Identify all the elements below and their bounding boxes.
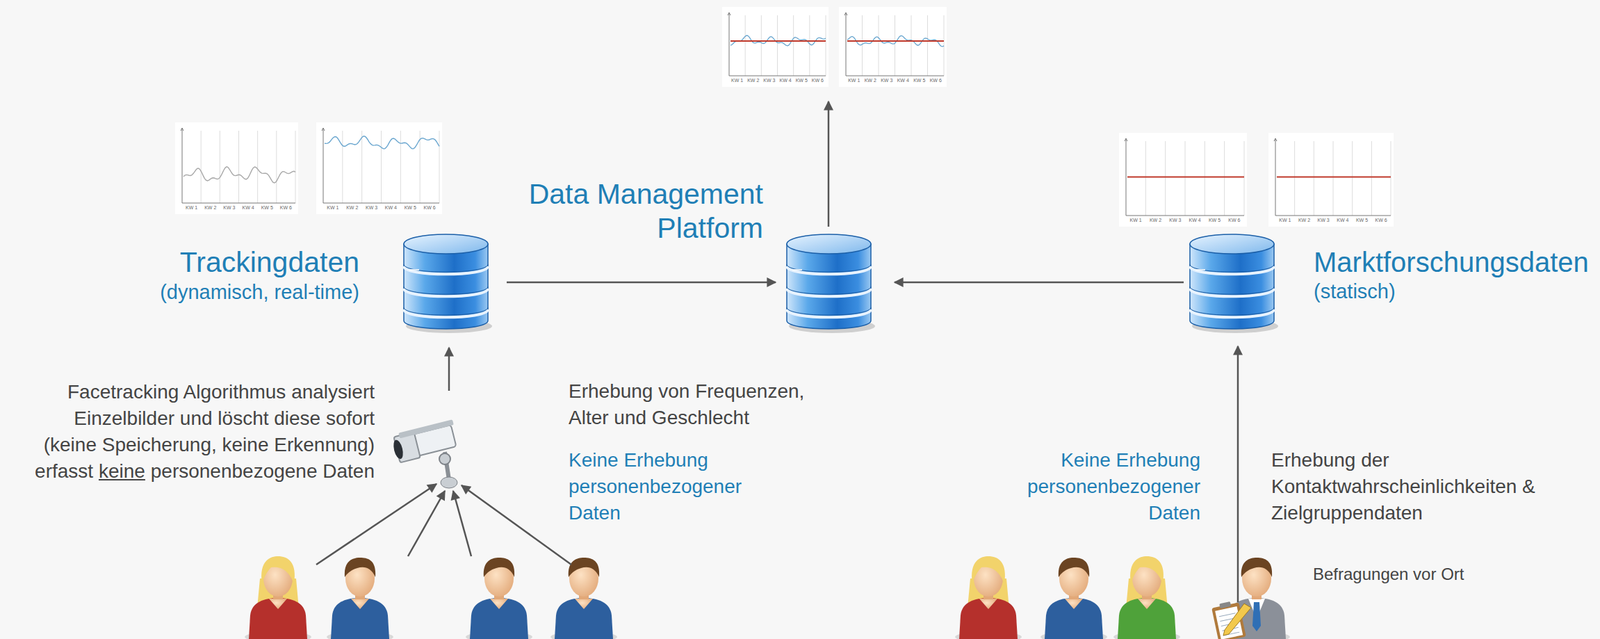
line-chart [175,122,299,215]
node-heading: Marktforschungsdaten(statisch) [1313,245,1589,306]
line-chart [1268,132,1394,227]
heading-text: Data Management Platform [512,177,764,246]
flow-connector [894,281,1184,284]
note-text: (keine Speicherung, keine Erkennung) [43,433,375,456]
database-node: Marktforschungsdaten(statisch) [1188,232,1276,332]
database-cylinder [1188,232,1276,332]
privacy-note: Keine Erhebung personenbezogener Daten [568,446,760,526]
note-text: personenbezogene Daten [150,460,375,482]
node-heading: Data Management Platform [512,177,764,246]
heading-text: Marktforschungsdaten [1313,245,1589,279]
man-icon [465,557,533,639]
camera-icon [390,419,460,488]
note-text: erfasst [34,460,94,482]
axis-label: KW 2 [204,205,217,210]
line-chart [722,6,829,87]
axis-label: KW 4 [242,205,255,210]
axis-label: KW 4 [385,205,397,210]
flow-connector [506,281,776,284]
note-text: Einzelbilder und löscht diese sofort [73,407,375,430]
database-node: Data Management Platform [785,232,873,332]
man-icon [550,557,618,639]
axis-label: KW 2 [864,77,877,83]
flow-arrows [316,101,1238,602]
axis-label: KW 6 [929,77,942,83]
line-chart [838,6,947,87]
axis-label: KW 3 [365,205,378,210]
man-icon [1223,557,1291,639]
axis-label: KW 1 [847,77,860,83]
axis-label: KW 4 [779,77,792,83]
axis-label: KW 6 [1228,217,1240,223]
note-text-underlined: keine [98,460,146,482]
axis-label: KW 3 [1317,217,1330,223]
axis-label: KW 3 [880,77,893,83]
axis-label: KW 5 [1208,217,1221,223]
axis-label: KW 2 [1298,217,1311,223]
database-cylinder [785,232,873,332]
woman-icon [954,556,1022,639]
man-icon [326,557,394,639]
axis-label: KW 5 [1356,217,1368,223]
line-chart [1119,132,1247,227]
line-chart [316,122,443,215]
heading-text: Trackingdaten [159,245,360,280]
man-icon [1040,557,1108,639]
axis-label: KW 3 [1169,217,1181,223]
axis-label: KW 6 [811,77,824,83]
axis-label: KW 2 [346,205,358,210]
woman-icon [244,556,312,639]
description-text: Erhebung von Frequenzen, Alter und Gesch… [568,378,840,431]
axis-label: KW 3 [223,205,235,210]
axis-label: KW 5 [404,205,417,210]
axis-label: KW 3 [763,77,775,83]
axis-label: KW 2 [747,77,759,83]
axis-label: KW 1 [1130,217,1142,223]
axis-label: KW 4 [1336,217,1349,223]
woman-icon [1113,556,1181,639]
axis-label: KW 6 [280,205,292,210]
axis-label: KW 5 [913,77,926,83]
note-text: Facetracking Algorithmus analysiert [67,380,375,404]
node-heading: Trackingdaten(dynamisch, real-time) [159,245,360,306]
description-text: Erhebung der Kontaktwahrscheinlichkeiten… [1271,446,1564,526]
people-layer [244,556,1291,639]
subheading-text: (dynamisch, real-time) [159,279,360,306]
database-cylinder [402,232,490,332]
note-line: erfasstkeinepersonenbezogene Daten [34,460,375,483]
axis-label: KW 4 [1189,217,1202,223]
axis-label: KW 5 [795,77,808,83]
axis-label: KW 1 [1278,217,1291,223]
axis-label: KW 6 [423,205,436,210]
interview-label: Befragungen vor Ort [1312,564,1464,584]
chart-layer [175,6,1394,227]
axis-label: KW 4 [897,77,910,83]
axis-label: KW 1 [731,77,744,83]
axis-label: KW 2 [1149,217,1162,223]
axis-label: KW 6 [1375,217,1388,223]
subheading-text: (statisch) [1313,278,1589,306]
database-node: Trackingdaten(dynamisch, real-time) [402,232,490,332]
axis-label: KW 1 [185,205,198,210]
axis-label: KW 1 [326,205,339,210]
privacy-note: Keine Erhebung personenbezogener Daten [1009,446,1201,526]
axis-label: KW 5 [261,205,274,210]
